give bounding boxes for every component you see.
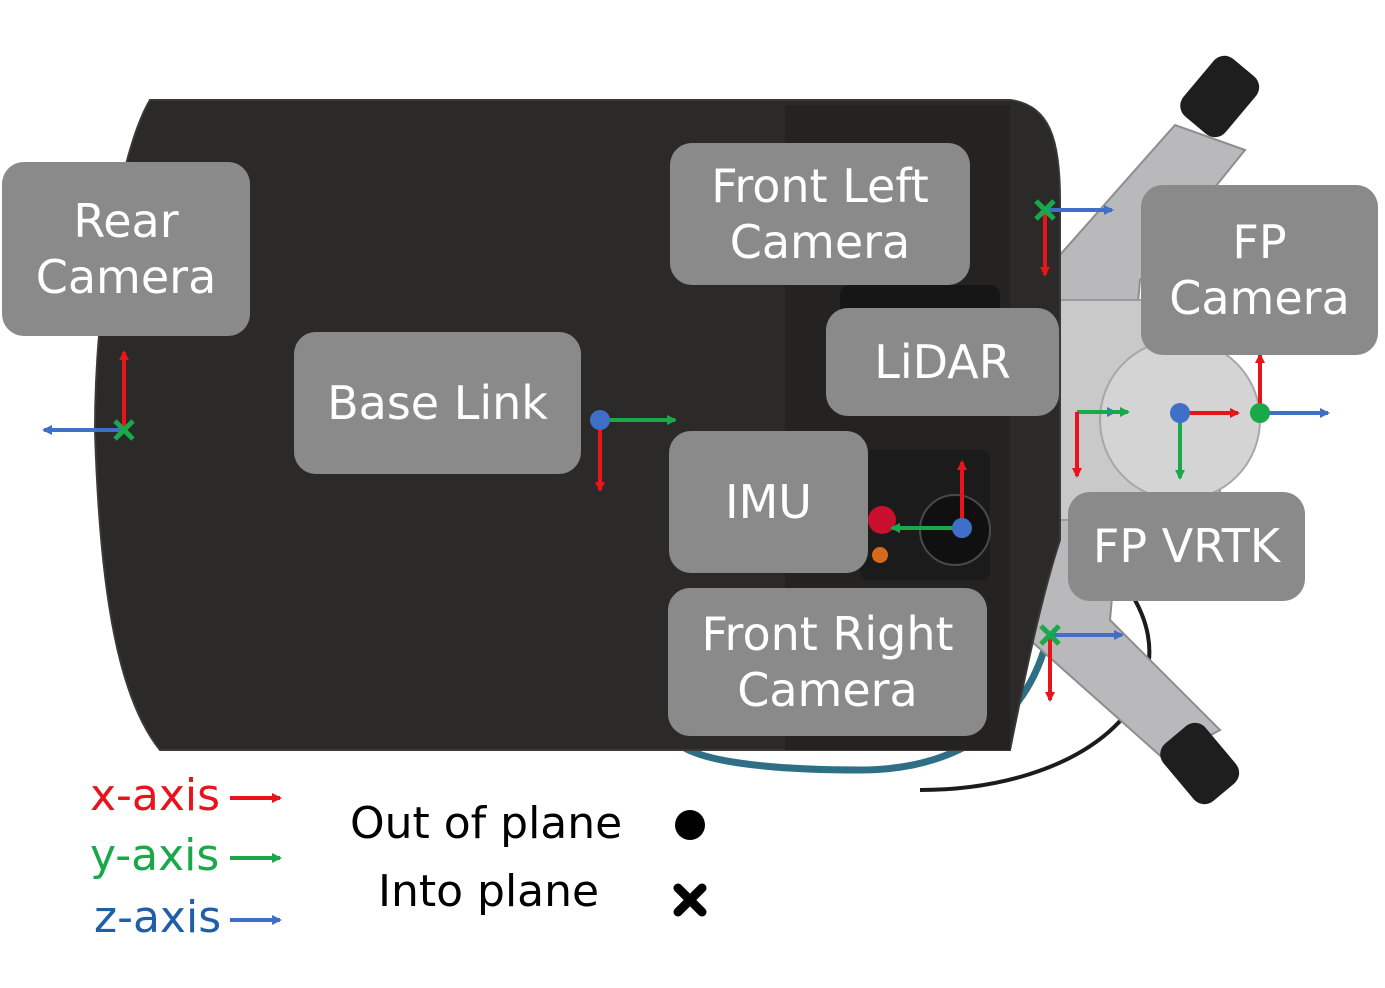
antenna-top <box>1180 55 1260 138</box>
fp-camera-axes <box>1250 353 1330 423</box>
out-of-plane-dot-icon <box>675 810 705 840</box>
frame-axes <box>42 199 1330 702</box>
orange-button <box>872 547 888 563</box>
legend-y-axis-label: y-axis <box>90 830 220 881</box>
fpcam-y-out-of-plane-dot <box>1250 403 1270 423</box>
antenna-bottom <box>1160 722 1240 805</box>
label-lidar: LiDAR <box>826 308 1059 416</box>
legend-symbols <box>230 793 707 925</box>
front-right-camera-axes <box>1039 624 1124 702</box>
rear-camera-axes <box>42 350 135 441</box>
base-link-axes <box>590 410 677 492</box>
base-z-out-of-plane-dot <box>590 410 610 430</box>
rear-y-into-plane-marker <box>113 419 135 441</box>
legend-x-axis-label: x-axis <box>90 770 221 821</box>
label-base-link: Base Link <box>294 332 581 474</box>
fr-y-into-plane-marker <box>1039 624 1061 646</box>
red-button <box>868 506 896 534</box>
lidar-axes <box>1072 407 1130 478</box>
fp-vrtk-axes <box>1170 403 1240 480</box>
imu-axes <box>890 460 972 538</box>
legend-out-of-plane-label: Out of plane <box>350 798 623 849</box>
legend-z-axis-label: z-axis <box>94 892 222 943</box>
label-fp-vrtk: FP VRTK <box>1068 492 1305 601</box>
vrtk-z-out-of-plane-dot <box>1170 403 1190 423</box>
legend-into-plane-label: Into plane <box>378 866 600 917</box>
label-imu: IMU <box>669 431 868 573</box>
fl-y-into-plane-marker <box>1034 199 1056 221</box>
black-cable <box>919 599 1152 792</box>
imu-z-out-of-plane-dot <box>952 518 972 538</box>
into-plane-x-icon <box>673 883 707 917</box>
coax-cable <box>677 559 1059 774</box>
front-left-camera-axes <box>1034 199 1114 277</box>
camera-mount-bracket <box>1018 123 1247 762</box>
